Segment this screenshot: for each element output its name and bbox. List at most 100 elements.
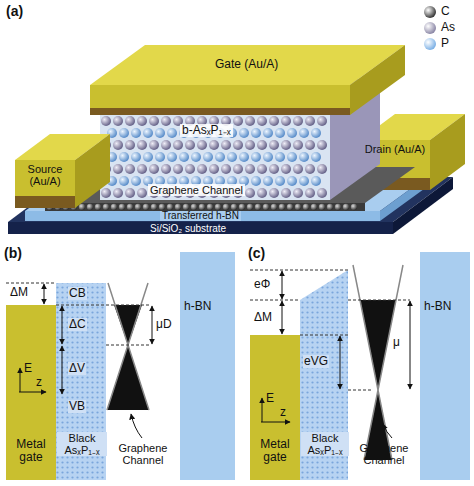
- atom-sphere: [293, 164, 303, 174]
- diagram-label: μ: [393, 336, 400, 349]
- atom-sphere: [137, 188, 147, 198]
- atom-sphere: [281, 140, 291, 150]
- legend-text: As: [441, 21, 455, 34]
- atom-sphere: [167, 128, 177, 138]
- atom-sphere: [221, 164, 231, 174]
- atom-sphere: [209, 164, 219, 174]
- atom-sphere: [255, 204, 261, 210]
- atom-sphere: [209, 140, 219, 150]
- atom-sphere: [131, 176, 141, 186]
- atom-sphere: [101, 116, 111, 126]
- diagram-label: h-BN: [184, 300, 211, 313]
- diagram-label: Drain (Au/A): [362, 143, 428, 155]
- atom-sphere: [275, 176, 285, 186]
- atom-sphere: [327, 204, 333, 210]
- atom-sphere: [151, 204, 157, 210]
- atom-sphere: [143, 152, 153, 162]
- atom-sphere: [251, 152, 261, 162]
- diagram-label: ΔV: [68, 362, 86, 375]
- diagram-label: CB: [68, 287, 87, 300]
- diagram-label: Transferred h-BN: [160, 211, 241, 221]
- atom-sphere: [263, 152, 273, 162]
- atom-sphere: [191, 204, 197, 210]
- atom-sphere: [299, 176, 309, 186]
- atom-sphere: [125, 140, 135, 150]
- atom-sphere: [247, 204, 253, 210]
- atom-sphere: [305, 188, 315, 198]
- atom-sphere: [101, 188, 111, 198]
- atom-sphere: [287, 204, 293, 210]
- atom-sphere: [269, 140, 279, 150]
- diagram-label: eΦ: [254, 278, 270, 291]
- diagram-label: Source (Au/A): [17, 163, 73, 187]
- atom-sphere: [311, 128, 321, 138]
- diagram-label: Graphene Channel: [350, 442, 418, 466]
- atom-sphere: [215, 204, 221, 210]
- atom-sphere: [207, 204, 213, 210]
- atom-sphere: [351, 204, 357, 210]
- atom-sphere: [299, 128, 309, 138]
- atom-sphere: [119, 204, 125, 210]
- diagram-label: ΔC: [68, 318, 87, 331]
- atom-sphere: [131, 128, 141, 138]
- diagram-label: Metal gate: [250, 438, 300, 464]
- diagram-label: VB: [68, 400, 86, 413]
- atom-sphere: [161, 140, 171, 150]
- atom-sphere: [311, 176, 321, 186]
- atom-sphere: [173, 164, 183, 174]
- diagram-label: E: [24, 362, 32, 375]
- atom-sphere: [269, 164, 279, 174]
- atom-sphere: [125, 164, 135, 174]
- diagram-label: Graphene Channel: [148, 184, 245, 196]
- atom-sphere: [137, 116, 147, 126]
- atom-sphere: [335, 204, 341, 210]
- atom-sphere: [119, 176, 129, 186]
- atom-sphere: [281, 116, 291, 126]
- atom-sphere: [263, 128, 273, 138]
- atom-sphere: [103, 204, 109, 210]
- legend-text: C: [441, 5, 450, 18]
- atom-sphere: [161, 116, 171, 126]
- atom-sphere: [185, 140, 195, 150]
- atom-sphere: [137, 164, 147, 174]
- atom-sphere: [203, 152, 213, 162]
- atom-sphere: [233, 164, 243, 174]
- atom-sphere: [113, 116, 123, 126]
- atom-sphere: [245, 164, 255, 174]
- atom-sphere: [257, 140, 267, 150]
- atom-sphere: [279, 204, 285, 210]
- atom-sphere: [159, 204, 165, 210]
- atom-sphere: [343, 204, 349, 210]
- atom-sphere: [111, 204, 117, 210]
- atom-sphere: [155, 128, 165, 138]
- atom-sphere: [149, 140, 159, 150]
- atom-sphere: [155, 152, 165, 162]
- legend-text: P: [441, 37, 449, 50]
- diagram-label: E: [266, 392, 274, 405]
- diagram-label: Si/SiO₂ substrate: [150, 223, 226, 234]
- diagram-label: Black AsₓP₁₋ₓ: [301, 432, 349, 456]
- atom-sphere: [215, 152, 225, 162]
- atom-sphere: [149, 116, 159, 126]
- atom-sphere: [233, 116, 243, 126]
- atom-sphere: [119, 152, 129, 162]
- atom-sphere: [305, 116, 315, 126]
- diagram-label: ΔM: [254, 311, 272, 324]
- diagram-label: z: [280, 406, 286, 419]
- atom-sphere: [191, 152, 201, 162]
- atom-sphere: [239, 204, 245, 210]
- diagram-label: Graphene Channel: [108, 442, 178, 466]
- atom-sphere: [183, 204, 189, 210]
- atom-sphere: [317, 116, 327, 126]
- atom-sphere: [143, 128, 153, 138]
- atom-sphere: [221, 140, 231, 150]
- diagram-label: Black AsₓP₁₋ₓ: [57, 432, 107, 456]
- atom-sphere: [317, 140, 327, 150]
- atom-sphere: [197, 140, 207, 150]
- atom-sphere: [281, 188, 291, 198]
- atom-sphere: [79, 204, 85, 210]
- diagram-label: Metal gate: [6, 438, 56, 464]
- atom-sphere: [295, 204, 301, 210]
- atom-sphere: [257, 116, 267, 126]
- diagram-label: Gate (Au/A): [215, 58, 278, 71]
